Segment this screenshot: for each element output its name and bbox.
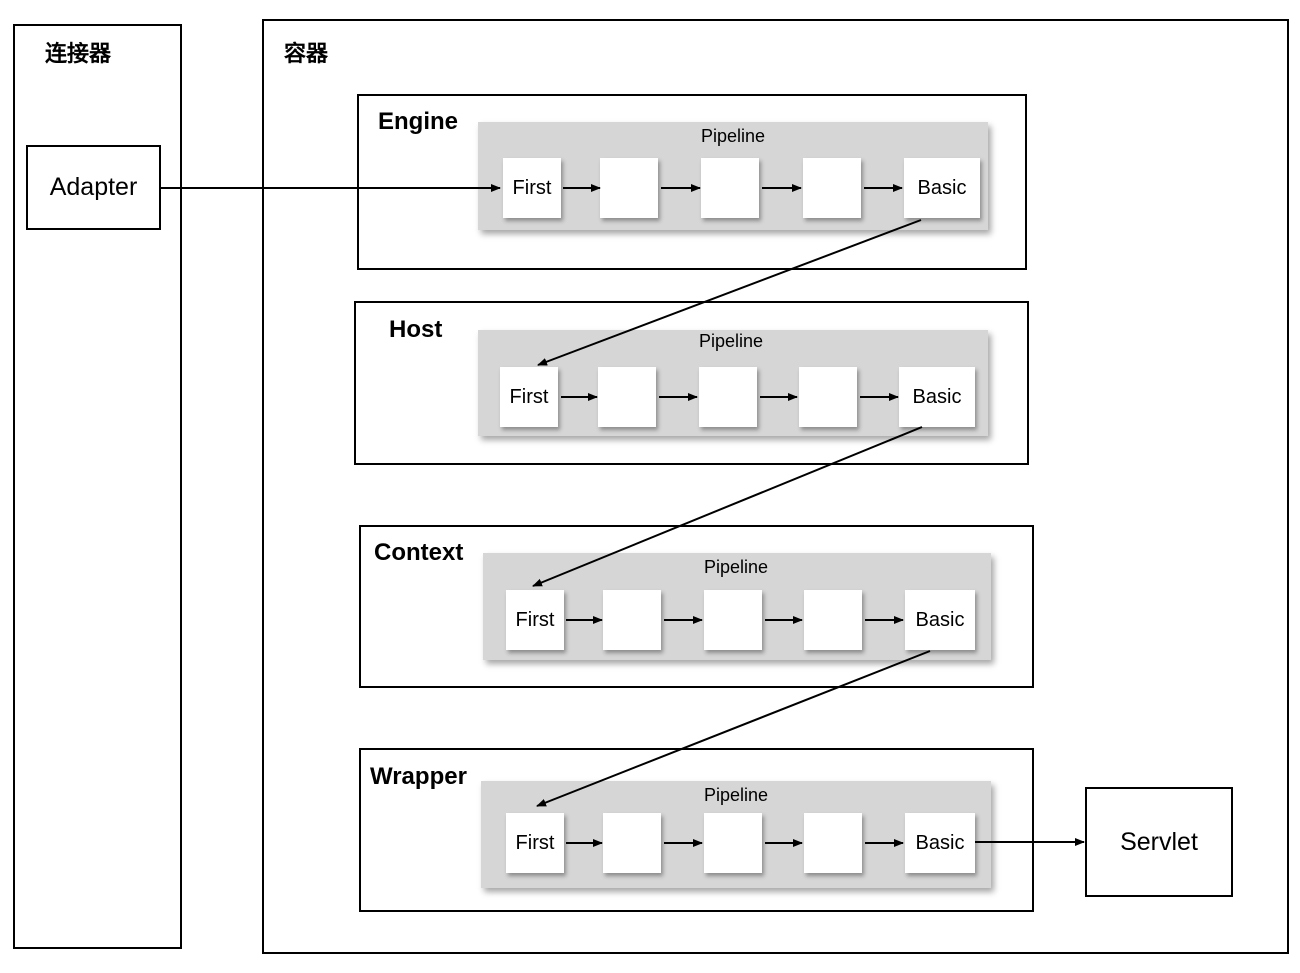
connector-title: 连接器 (45, 42, 112, 67)
host-pipeline: Pipeline First Basic (478, 330, 988, 436)
connector-frame: 连接器 (13, 24, 182, 949)
context-valve-4 (804, 590, 862, 650)
host-first-valve: First (500, 367, 558, 427)
wrapper-pipeline-label: Pipeline (703, 785, 769, 805)
wrapper-basic-valve: Basic (905, 813, 975, 873)
context-valve-3 (704, 590, 762, 650)
context-basic-valve: Basic (905, 590, 975, 650)
context-pipeline-label: Pipeline (703, 557, 769, 577)
wrapper-valve-4 (804, 813, 862, 873)
host-valve-4 (799, 367, 857, 427)
context-valve-2 (603, 590, 661, 650)
wrapper-first-valve: First (506, 813, 564, 873)
engine-valve-3 (701, 158, 759, 218)
context-pipeline: Pipeline First Basic (483, 553, 991, 660)
context-first-valve: First (506, 590, 564, 650)
wrapper-valve-2 (603, 813, 661, 873)
engine-pipeline: Pipeline First Basic (478, 122, 988, 230)
engine-pipeline-label: Pipeline (700, 126, 766, 146)
engine-valve-4 (803, 158, 861, 218)
host-valve-3 (699, 367, 757, 427)
host-title: Host (389, 316, 443, 343)
adapter-box: Adapter (26, 145, 161, 230)
wrapper-pipeline: Pipeline First Basic (481, 781, 991, 888)
engine-first-valve: First (503, 158, 561, 218)
engine-valve-2 (600, 158, 658, 218)
engine-title: Engine (378, 108, 459, 135)
host-basic-valve: Basic (899, 367, 975, 427)
context-title: Context (374, 539, 464, 566)
container-title: 容器 (284, 42, 329, 67)
servlet-box: Servlet (1085, 787, 1233, 897)
container-frame: 容器 (262, 19, 1289, 954)
wrapper-title: Wrapper (370, 763, 467, 790)
host-valve-2 (598, 367, 656, 427)
host-pipeline-label: Pipeline (698, 331, 764, 351)
wrapper-valve-3 (704, 813, 762, 873)
engine-basic-valve: Basic (904, 158, 980, 218)
